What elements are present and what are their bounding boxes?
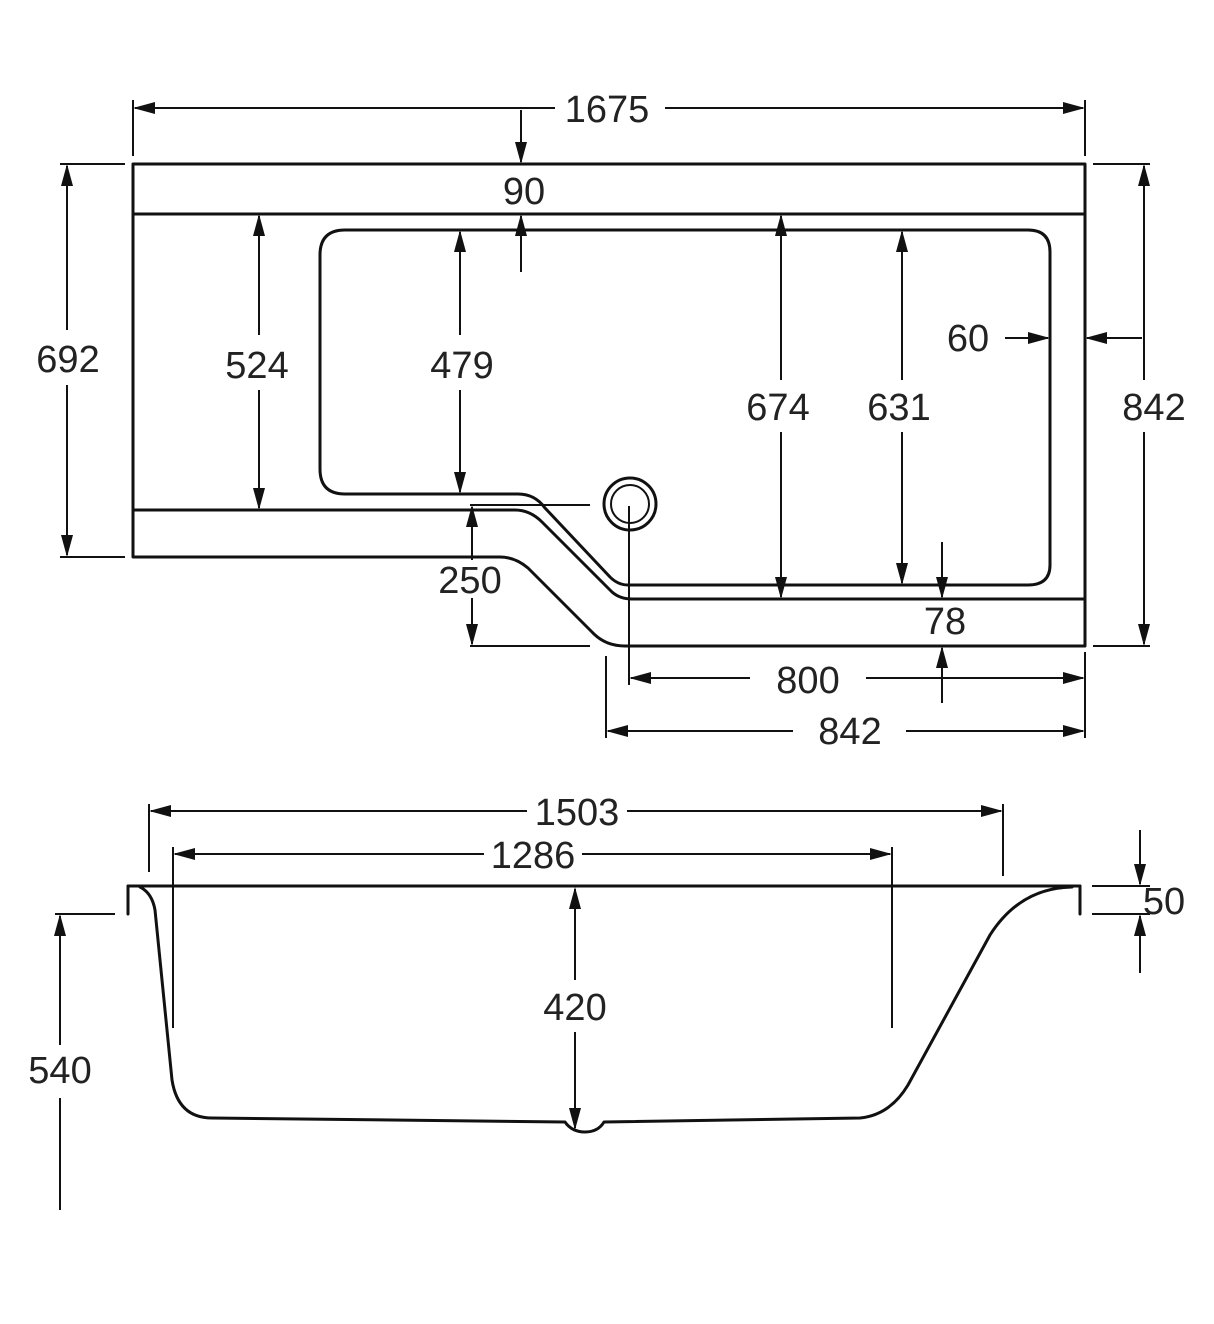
dim-label-842-right: 842 xyxy=(1122,387,1185,429)
plan-outer-outline xyxy=(131,162,1087,648)
dim-label-60: 60 xyxy=(947,318,989,360)
dim-label-692: 692 xyxy=(36,339,99,381)
plan-view: 1675 90 692 524 479 674 631 60 xyxy=(36,89,1185,753)
dim-label-842-bottom: 842 xyxy=(818,711,881,753)
dim-label-631: 631 xyxy=(867,387,930,429)
dim-label-420: 420 xyxy=(543,987,606,1029)
dim-label-800: 800 xyxy=(776,660,839,702)
plan-inner-bowl xyxy=(318,228,1052,587)
side-view: 1503 1286 420 540 50 xyxy=(28,792,1185,1210)
side-bath-profile xyxy=(138,885,1074,1134)
dim-label-1503: 1503 xyxy=(535,792,620,834)
dim-label-78: 78 xyxy=(924,601,966,643)
plan-deck-line xyxy=(131,508,1087,601)
dim-label-50: 50 xyxy=(1143,881,1185,923)
dim-label-674: 674 xyxy=(746,387,809,429)
dim-label-1675: 1675 xyxy=(565,89,650,131)
dim-label-479: 479 xyxy=(430,345,493,387)
dim-label-540: 540 xyxy=(28,1050,91,1092)
dim-label-524: 524 xyxy=(225,345,288,387)
dim-label-250: 250 xyxy=(438,560,501,602)
dim-label-1286: 1286 xyxy=(491,835,576,877)
dim-label-90: 90 xyxy=(503,171,545,213)
